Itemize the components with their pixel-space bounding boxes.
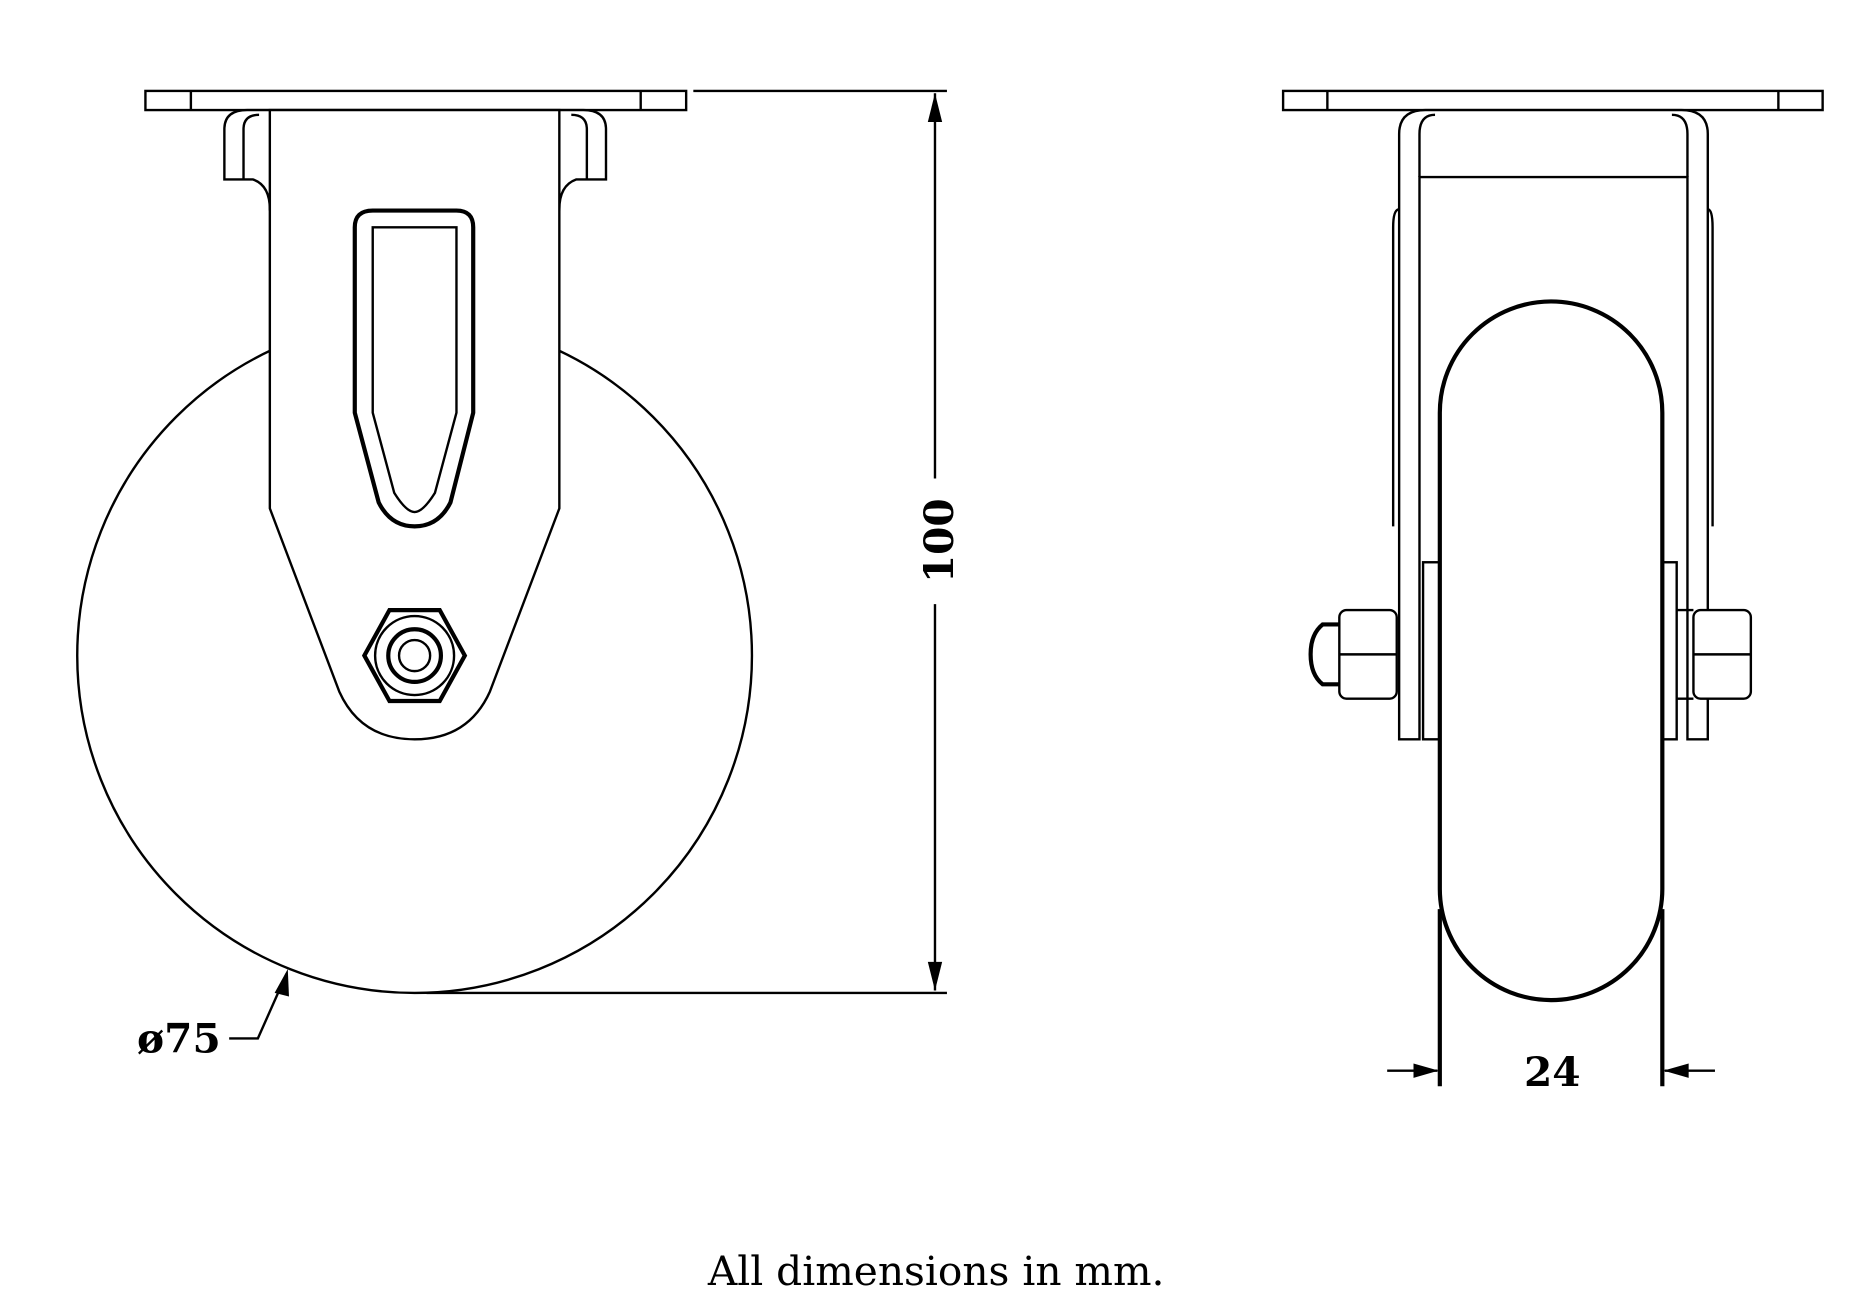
hex-nut: [361, 608, 468, 704]
diameter-callout: ø75: [137, 969, 289, 1063]
height-label: 100: [915, 498, 963, 583]
fork: [1397, 108, 1709, 741]
side-view: [76, 89, 754, 995]
width-label: 24: [1524, 1048, 1581, 1096]
footer-note: All dimensions in mm.: [707, 1247, 1165, 1292]
wheel: [1437, 299, 1665, 1003]
bracket-slot: [352, 208, 476, 529]
top-plate: [1281, 89, 1824, 112]
height-dimension: 100: [426, 89, 963, 995]
diameter-label: ø75: [137, 1015, 221, 1063]
front-view: [1281, 89, 1824, 1003]
top-plate: [144, 89, 688, 112]
width-dimension: 24: [1387, 909, 1715, 1096]
bolt-end: [1308, 622, 1340, 687]
axle: [386, 627, 444, 684]
bracket-body: [268, 108, 561, 741]
